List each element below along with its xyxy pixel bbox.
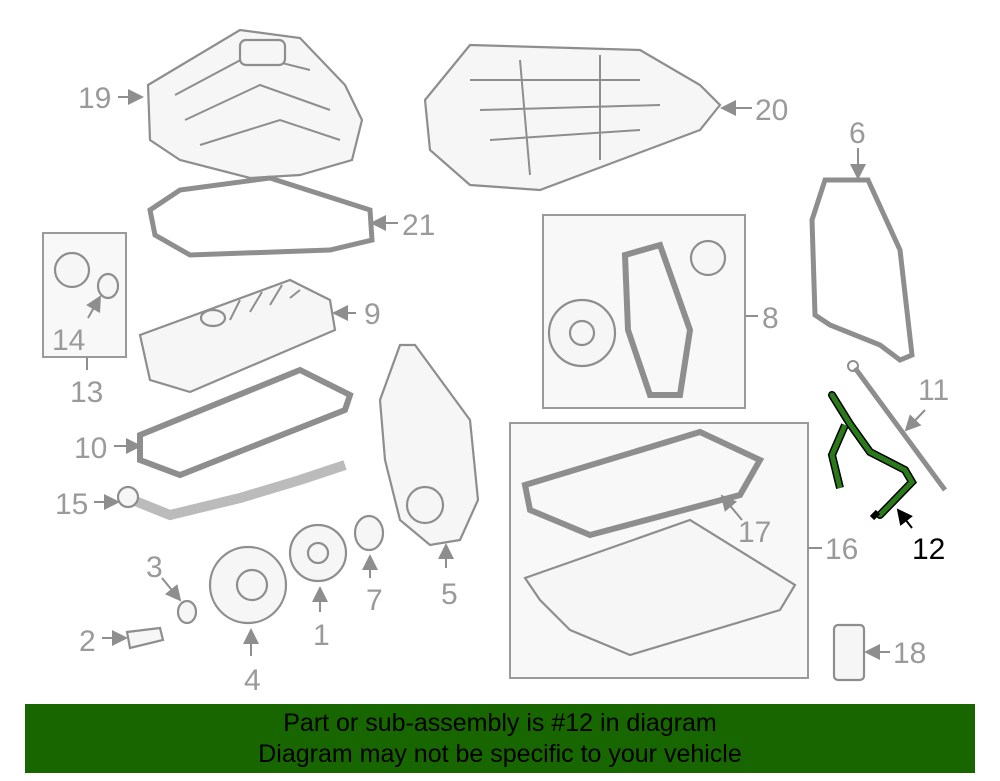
label-15: 15 [55,488,88,521]
part-1-hub [306,541,330,565]
label-4: 4 [244,664,261,697]
label-10: 10 [74,432,107,465]
banner-line-1: Part or sub-assembly is #12 in diagram [283,709,717,737]
label-12: 12 [912,533,945,566]
part-18-oil-filter[interactable] [832,623,866,682]
part-11-dipstick[interactable] [852,366,948,492]
label-1: 1 [313,619,330,652]
part-2-bolt[interactable] [125,626,165,650]
label-7: 7 [366,584,383,617]
part-20-lower-intake[interactable] [423,43,722,192]
part-19-intake-manifold[interactable] [146,28,364,180]
label-11: 11 [918,374,949,407]
info-banner: Part or sub-assembly is #12 in diagram D… [25,704,975,773]
part-12-dipstick-tube[interactable] [827,391,917,521]
part-7-seal[interactable] [353,514,385,552]
label-17: 17 [738,516,771,549]
label-21: 21 [402,209,435,242]
part-6-gasket[interactable] [809,177,915,363]
label-3: 3 [146,551,163,584]
label-14: 14 [52,324,85,357]
label-2: 2 [79,625,96,658]
callout-arrows [86,89,926,660]
label-8: 8 [762,302,779,335]
part-4-hub [235,568,269,602]
banner-line-2: Diagram may not be specific to your vehi… [258,740,742,768]
part-21-gasket[interactable] [147,175,375,258]
part-5-front-cover[interactable] [378,343,480,547]
part-16-oil-pan[interactable] [523,518,797,657]
label-19: 19 [78,82,111,115]
label-16: 16 [825,533,858,566]
part-9-valve-cover[interactable] [138,278,337,394]
part-10-gasket[interactable] [137,366,354,479]
label-13: 13 [70,376,103,409]
label-5: 5 [441,578,458,611]
label-18: 18 [893,637,926,670]
label-20: 20 [755,94,788,127]
part-14-oil-cap[interactable] [53,251,120,300]
label-9: 9 [364,298,381,331]
part-17-pan-gasket[interactable] [521,428,765,539]
part-3-washer[interactable] [176,599,198,625]
label-6: 6 [849,117,866,150]
part-15-tube[interactable] [118,460,347,521]
part-5-seal [405,485,445,525]
part-15-fitting [116,485,140,509]
part-8-timing-set[interactable] [547,239,727,398]
